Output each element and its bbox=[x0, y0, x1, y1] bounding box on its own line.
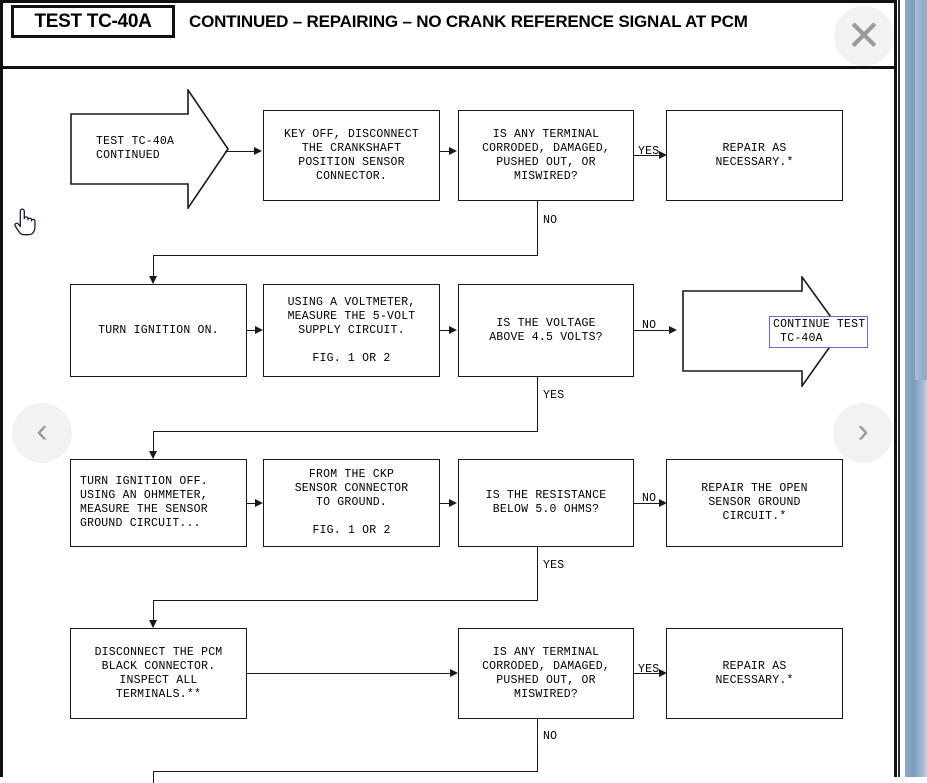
connector-arrowhead bbox=[148, 620, 157, 628]
connector-arrowhead bbox=[148, 276, 157, 284]
connector-line bbox=[440, 151, 453, 152]
flow-node-test-continued: TEST TC-40A CONTINUED bbox=[70, 89, 230, 209]
flow-node-label: IS THE VOLTAGE ABOVE 4.5 VOLTS? bbox=[489, 316, 603, 344]
flow-node-terminal-check-1: IS ANY TERMINAL CORRODED, DAMAGED, PUSHE… bbox=[458, 110, 634, 201]
connector-line bbox=[440, 503, 453, 504]
flow-node-repair-as-necessary-2: REPAIR AS NECESSARY.* bbox=[666, 628, 843, 719]
chevron-right-icon: › bbox=[857, 412, 869, 450]
flow-node-repair-open-ground: REPAIR THE OPEN SENSOR GROUND CIRCUIT.* bbox=[666, 459, 843, 547]
connector-line bbox=[247, 673, 455, 674]
edge-label-no: NO bbox=[642, 492, 657, 505]
edge-label-no: NO bbox=[543, 214, 558, 227]
flowchart-canvas: TEST TC-40A CONTINUED KEY OFF, DISCONNEC… bbox=[3, 69, 894, 783]
flow-node-voltage-check: IS THE VOLTAGE ABOVE 4.5 VOLTS? bbox=[458, 284, 634, 377]
flow-node-voltmeter-measure: USING A VOLTMETER, MEASURE THE 5-VOLT SU… bbox=[263, 284, 440, 377]
connector-arrowhead bbox=[255, 498, 263, 507]
connector-line bbox=[153, 431, 154, 458]
continue-test-link[interactable]: CONTINUE TEST TC-40A bbox=[682, 302, 869, 362]
chevron-left-icon: ‹ bbox=[36, 412, 48, 450]
edge-label-yes: YES bbox=[543, 389, 565, 402]
connector-line bbox=[440, 330, 453, 331]
connector-line bbox=[247, 330, 260, 331]
arrow-shape-icon bbox=[682, 276, 842, 387]
edge-label-yes: YES bbox=[638, 663, 660, 676]
connector-arrowhead bbox=[255, 325, 263, 334]
connector-line bbox=[153, 600, 154, 627]
test-id-label: TEST TC-40A bbox=[34, 10, 152, 32]
edge-label-no: NO bbox=[543, 730, 558, 743]
flow-node-key-off-disconnect: KEY OFF, DISCONNECT THE CRANKSHAFT POSIT… bbox=[263, 110, 440, 201]
flow-node-label: DISCONNECT THE PCM BLACK CONNECTOR. INSP… bbox=[94, 645, 223, 701]
flow-node-label: KEY OFF, DISCONNECT THE CRANKSHAFT POSIT… bbox=[284, 127, 419, 183]
flow-node-ckp-sensor-to-ground: FROM THE CKP SENSOR CONNECTOR TO GROUND.… bbox=[263, 459, 440, 547]
flow-node-label: TURN IGNITION OFF. USING AN OHMMETER, ME… bbox=[80, 475, 208, 530]
connector-arrowhead bbox=[659, 498, 667, 507]
connector-line bbox=[153, 255, 538, 256]
connector-line bbox=[634, 503, 664, 504]
test-id-tab: TEST TC-40A bbox=[11, 5, 175, 38]
flow-node-label: REPAIR THE OPEN SENSOR GROUND CIRCUIT.* bbox=[701, 482, 808, 523]
connector-line bbox=[225, 151, 258, 152]
vertical-scrollbar-track[interactable] bbox=[905, 0, 927, 777]
close-icon: ✕ bbox=[846, 12, 882, 59]
flow-node-continue-test: CONTINUE TEST TC-40A bbox=[682, 276, 869, 387]
flow-node-disconnect-pcm-connector: DISCONNECT THE PCM BLACK CONNECTOR. INSP… bbox=[70, 628, 247, 719]
connector-line bbox=[153, 255, 154, 283]
document-frame: TEST TC-40A CONTINUED – REPAIRING – NO C… bbox=[0, 0, 897, 783]
connector-arrowhead bbox=[449, 325, 457, 334]
edge-label-yes: YES bbox=[638, 145, 660, 158]
flow-node-label: TEST TC-40A CONTINUED bbox=[96, 135, 175, 162]
flow-node-label: REPAIR AS NECESSARY.* bbox=[715, 141, 794, 169]
connector-line bbox=[537, 719, 538, 771]
arrow-shape-icon bbox=[70, 89, 229, 209]
connector-line bbox=[634, 330, 674, 331]
flow-node-label[interactable]: CONTINUE TEST TC-40A bbox=[769, 315, 869, 348]
connector-line bbox=[537, 201, 538, 255]
flow-node-resistance-check: IS THE RESISTANCE BELOW 5.0 OHMS? bbox=[458, 459, 634, 547]
connector-arrowhead bbox=[659, 668, 667, 677]
vertical-scrollbar-thumb[interactable] bbox=[915, 0, 927, 380]
connector-arrowhead bbox=[659, 150, 667, 159]
flow-node-label: IS ANY TERMINAL CORRODED, DAMAGED, PUSHE… bbox=[482, 127, 610, 183]
connector-line bbox=[634, 155, 664, 156]
page-gutter bbox=[895, 0, 927, 777]
flow-node-repair-as-necessary-1: REPAIR AS NECESSARY.* bbox=[666, 110, 843, 201]
flow-node-label: USING A VOLTMETER, MEASURE THE 5-VOLT SU… bbox=[287, 295, 416, 365]
flow-node-label: TURN IGNITION ON. bbox=[98, 323, 219, 337]
connector-arrowhead bbox=[669, 325, 677, 334]
connector-line bbox=[153, 771, 154, 783]
connector-line bbox=[247, 503, 260, 504]
connector-arrowhead bbox=[449, 146, 457, 155]
edge-label-yes: YES bbox=[543, 559, 565, 572]
previous-page-button[interactable]: ‹ bbox=[12, 403, 72, 463]
page-title: CONTINUED – REPAIRING – NO CRANK REFEREN… bbox=[189, 12, 748, 31]
connector-arrowhead bbox=[450, 668, 458, 677]
connector-line bbox=[153, 431, 538, 432]
close-button[interactable]: ✕ bbox=[834, 6, 894, 66]
flow-node-ignition-off-ohmmeter: TURN IGNITION OFF. USING AN OHMMETER, ME… bbox=[70, 459, 247, 547]
connector-arrowhead bbox=[254, 146, 262, 155]
flow-node-label: IS THE RESISTANCE BELOW 5.0 OHMS? bbox=[485, 489, 607, 516]
flow-node-label: IS ANY TERMINAL CORRODED, DAMAGED, PUSHE… bbox=[482, 645, 610, 701]
connector-line bbox=[634, 673, 664, 674]
connector-arrowhead bbox=[449, 498, 457, 507]
flow-node-label: FROM THE CKP SENSOR CONNECTOR TO GROUND.… bbox=[294, 468, 409, 537]
flow-node-label: REPAIR AS NECESSARY.* bbox=[715, 659, 794, 687]
flow-node-terminal-check-2: IS ANY TERMINAL CORRODED, DAMAGED, PUSHE… bbox=[458, 628, 634, 719]
connector-line bbox=[153, 600, 538, 601]
edge-label-no: NO bbox=[642, 319, 657, 332]
next-page-button[interactable]: › bbox=[833, 403, 893, 463]
connector-arrowhead bbox=[148, 451, 157, 459]
flow-node-turn-ignition-on: TURN IGNITION ON. bbox=[70, 284, 247, 377]
connector-line bbox=[537, 377, 538, 431]
connector-line bbox=[153, 771, 538, 772]
connector-line bbox=[537, 547, 538, 600]
document-header: TEST TC-40A CONTINUED – REPAIRING – NO C… bbox=[3, 3, 894, 69]
